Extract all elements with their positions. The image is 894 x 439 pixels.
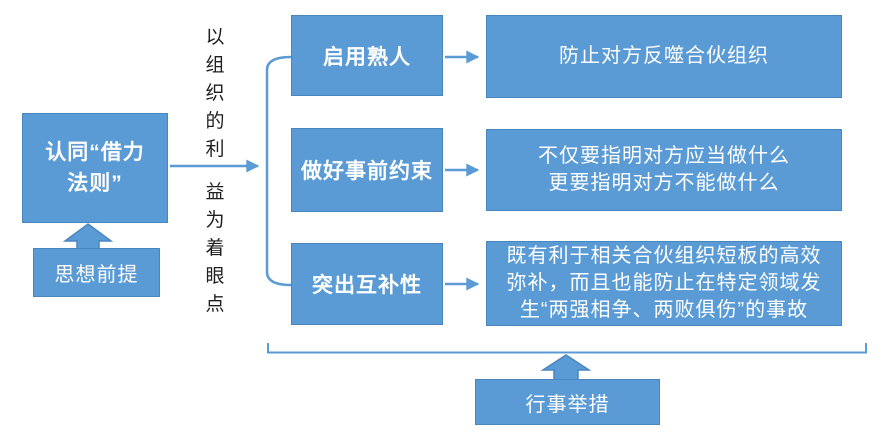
measures-up-block-arrow-icon — [540, 354, 592, 381]
result-box-1-label: 防止对方反噬合伙组织 — [559, 45, 769, 67]
measure-box-1: 启用熟人 — [291, 15, 443, 96]
result-box-2: 不仅要指明对方应当做什么 更要指明对方不能做什么 — [486, 129, 842, 211]
measure-box-1-label: 启用熟人 — [323, 45, 411, 69]
premise-tag-box: 思想前提 — [33, 248, 160, 297]
branch-bracket-icon — [265, 55, 292, 287]
measures-bracket-icon — [267, 343, 867, 354]
measures-tag-box: 行事举措 — [475, 379, 660, 425]
vertical-caption-bottom: 益为着眼点 — [205, 182, 225, 315]
result-box-1: 防止对方反噬合伙组织 — [486, 15, 842, 98]
premise-tag-label: 思想前提 — [54, 264, 139, 286]
vertical-caption-top: 以组织的利 — [205, 27, 225, 160]
premise-up-block-arrow-icon — [62, 223, 114, 250]
measure-box-2-label: 做好事前约束 — [301, 160, 433, 183]
result-box-3-label: 既有利于相关合伙组织短板的高效 弥补，而且也能防止在特定领域发 生“两强相争、两… — [506, 245, 822, 321]
result-box-2-label: 不仅要指明对方应当做什么 更要指明对方不能做什么 — [538, 145, 790, 194]
premise-box-label: 认同“借力 法则” — [45, 141, 145, 195]
measure-box-3: 突出互补性 — [291, 243, 443, 325]
result-box-3: 既有利于相关合伙组织短板的高效 弥补，而且也能防止在特定领域发 生“两强相争、两… — [486, 241, 842, 326]
measure-box-3-label: 突出互补性 — [312, 274, 422, 297]
measures-tag-label: 行事举措 — [525, 393, 610, 416]
measure-box-2: 做好事前约束 — [291, 128, 443, 212]
premise-box: 认同“借力 法则” — [22, 113, 168, 223]
